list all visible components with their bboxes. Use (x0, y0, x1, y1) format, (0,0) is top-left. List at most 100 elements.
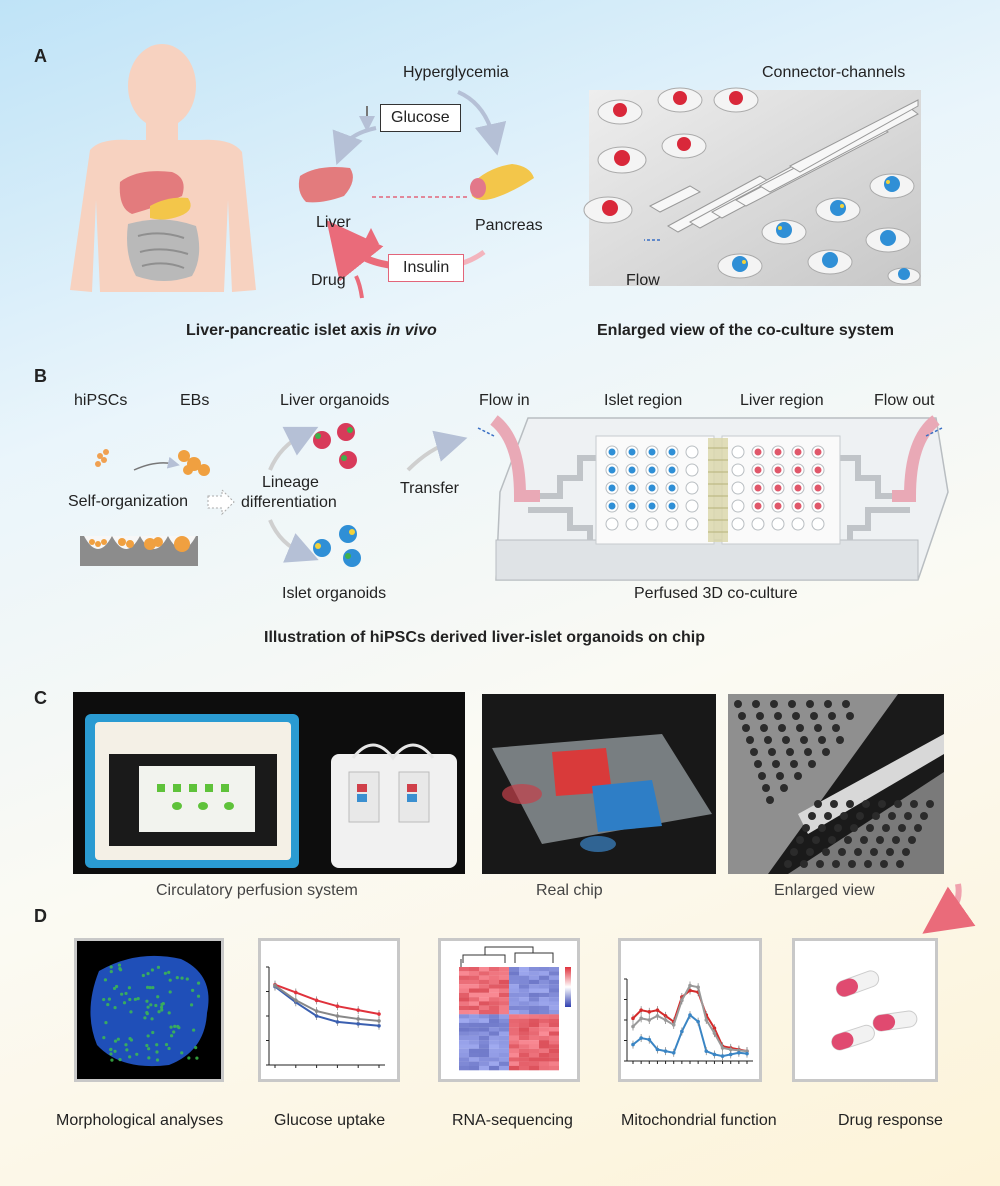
well-hole (846, 712, 854, 720)
heatmap-cell (499, 992, 509, 998)
heatmap-cell (469, 984, 479, 989)
data-point (671, 1051, 676, 1055)
heatmap-cell (489, 1010, 499, 1015)
data-point (335, 1004, 340, 1008)
cell-marker (110, 1058, 114, 1062)
heatmap-cell (489, 1061, 499, 1066)
heatmap-cell (489, 979, 499, 985)
cell-marker (150, 1017, 154, 1021)
heatmap-cell (509, 997, 519, 1002)
heatmap-cell (459, 1040, 469, 1045)
heatmap-cell (459, 1044, 469, 1049)
heatmap-cell (539, 1027, 549, 1032)
heatmap-cell (509, 1035, 519, 1041)
cell-marker (191, 988, 195, 992)
chip-islet-well (625, 481, 639, 495)
photo-perfusion-system (73, 692, 465, 874)
heatmap-cell (479, 1053, 489, 1058)
data-point (377, 1019, 381, 1023)
well-hole (914, 824, 922, 832)
heatmap-cell (469, 988, 479, 993)
chip-liver-well (791, 481, 805, 495)
cell-marker (167, 1011, 171, 1015)
well-hole (806, 700, 814, 708)
heatmap-cell (459, 984, 469, 989)
cell-marker (106, 1002, 110, 1007)
heatmap-cell (469, 1044, 479, 1049)
heatmap-cell (469, 1065, 479, 1071)
heatmap-cell (539, 1010, 549, 1015)
heatmap-cell (529, 984, 539, 989)
well-hole (738, 712, 746, 720)
label-glucose-uptake: Glucose uptake (274, 1112, 386, 1129)
heatmap-cell (479, 1027, 489, 1032)
label-perfused: Perfused 3D co-culture (634, 585, 798, 602)
well-hole (774, 712, 782, 720)
heatmap-cell (459, 992, 469, 998)
heatmap-cell (499, 1035, 509, 1041)
well-hole (902, 848, 910, 856)
well-hole (766, 796, 774, 804)
data-point (720, 1054, 725, 1058)
heatmap-cell (489, 1057, 499, 1062)
heatmap-cell (459, 1010, 469, 1015)
heatmap-cell (529, 992, 539, 998)
cell-marker (157, 1010, 161, 1014)
frame-mitochondrial (618, 938, 762, 1082)
heatmap-cell (509, 1014, 519, 1019)
islet-organoid-dot (608, 484, 616, 492)
liver-organoid-dot (754, 484, 762, 492)
liver-organoid-dot (814, 502, 822, 510)
heatmap-cell (549, 1031, 559, 1036)
heatmap-cell (539, 1022, 549, 1028)
well-hole (828, 712, 836, 720)
cell-marker (145, 985, 150, 989)
heatmap-cell (489, 1040, 499, 1045)
well-hole (860, 836, 868, 844)
heatmap-cell (479, 1061, 489, 1066)
heatmap-cell (529, 1031, 539, 1036)
heatmap-cell (549, 1022, 559, 1028)
mitochondrial-chart (624, 978, 753, 1064)
heatmap-cell (509, 1061, 519, 1066)
heatmap-cell (509, 975, 519, 980)
liver-organoid-dot (774, 466, 782, 474)
cell-marker (168, 990, 172, 994)
heatmap-cell (519, 1022, 529, 1028)
heatmap-cell (539, 1065, 549, 1071)
cell-marker (155, 1058, 160, 1062)
heatmap-cell (499, 1057, 509, 1062)
heatmap-cell (489, 1005, 499, 1011)
cell-marker (156, 965, 161, 969)
data-point (728, 1047, 733, 1052)
well-hole (758, 772, 766, 780)
islet-organoid-dot (628, 484, 636, 492)
well-hole (822, 748, 830, 756)
heatmap-cell (469, 997, 479, 1002)
heatmap-cell (539, 967, 549, 972)
cell-marker (136, 997, 140, 1001)
liver-organoid-dot (794, 484, 802, 492)
islet-organoid-dot (628, 502, 636, 510)
heatmap-cell (459, 1053, 469, 1058)
label-differentiation: differentiation (241, 494, 337, 511)
well-hole (800, 860, 808, 868)
heatmap-cell (469, 1005, 479, 1011)
chip-islet-well (645, 481, 659, 495)
cell-marker (155, 1050, 159, 1054)
glucose-box: Glucose (380, 104, 461, 132)
chip-islet-well (645, 499, 659, 513)
heatmap-cell (499, 979, 509, 985)
well-hole (822, 848, 830, 856)
heatmap-cell (489, 1018, 499, 1023)
islet-organoid-dot (668, 466, 676, 474)
heatmap-cell (459, 997, 469, 1002)
well-hole (896, 860, 904, 868)
cell-marker (117, 963, 122, 967)
liver-organoid-dot (754, 466, 762, 474)
heatmap-cell (479, 1010, 489, 1015)
heatmap-cell (469, 1035, 479, 1041)
heatmap-cell (479, 1018, 489, 1023)
cell-marker (155, 1043, 159, 1047)
cell-marker (116, 1037, 120, 1041)
